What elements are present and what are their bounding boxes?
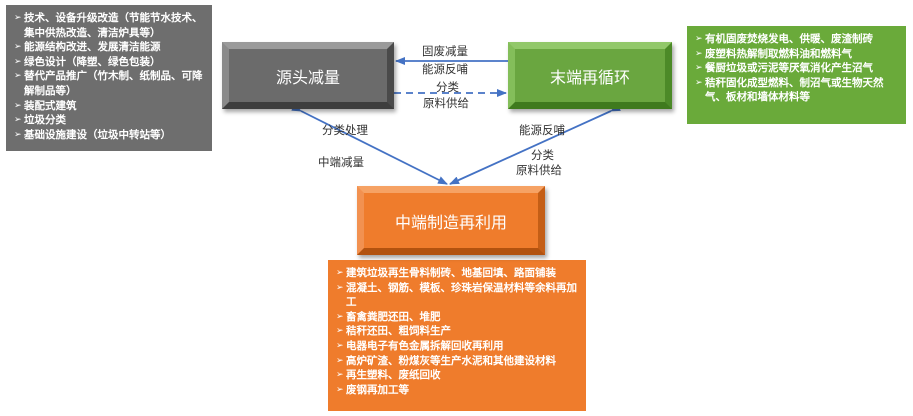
note-item: 垃圾分类	[14, 113, 206, 128]
note-item: 废钢再加工等	[336, 383, 580, 398]
note-item: 再生塑料、废纸回收	[336, 368, 580, 383]
note-item: 装配式建筑	[14, 99, 206, 114]
mid-reuse-label: 中端制造再利用	[394, 212, 507, 232]
edge-label-classify-top: 分类	[436, 80, 459, 94]
note-item: 有机固废焚烧发电、供暖、废渣制砖	[695, 32, 900, 47]
note-item: 能源结构改进、发展清洁能源	[14, 40, 206, 55]
note-item: 基础设施建设（垃圾中转站等）	[14, 128, 206, 143]
note-item: 电器电子有色金属拆解回收再利用	[336, 339, 580, 354]
source-reduction-notes: 技术、设备升级改造（节能节水技术、集中供热改造、清洁炉具等） 能源结构改进、发展…	[6, 5, 212, 151]
note-item: 废塑料热解制取燃料油和燃料气	[695, 47, 900, 62]
note-item: 高炉矿渣、粉煤灰等生产水泥和其他建设材料	[336, 354, 580, 369]
arrow-end-mid	[449, 103, 621, 185]
edge-label-solid-waste-reduction: 固废减量	[422, 44, 468, 58]
note-item: 混凝土、钢筋、模板、珍珠岩保温材料等余料再加工	[336, 281, 580, 310]
end-recycling-box: 末端再循环	[508, 42, 672, 109]
source-reduction-label: 源头减量	[275, 67, 340, 87]
note-item: 秸秆还田、粗饲料生产	[336, 324, 580, 339]
arrow-source-mid	[291, 103, 448, 185]
mid-reuse-box: 中端制造再利用	[357, 186, 545, 255]
end-recycling-label: 末端再循环	[549, 67, 630, 87]
end-recycling-notes: 有机固废焚烧发电、供暖、废渣制砖 废塑料热解制取燃料油和燃料气 餐厨垃圾或污泥等…	[687, 26, 906, 124]
edge-label-mid-reduction: 中端减量	[318, 155, 364, 169]
note-item: 技术、设备升级改造（节能节水技术、集中供热改造、清洁炉具等）	[14, 11, 206, 40]
edge-label-raw-supply-top: 原料供给	[423, 96, 469, 110]
mid-reuse-notes: 建筑垃圾再生骨料制砖、地基回填、路面铺装 混凝土、钢筋、模板、珍珠岩保温材料等余…	[328, 260, 586, 411]
edge-label-energy-feedback-right: 能源反哺	[519, 123, 565, 137]
note-item: 建筑垃圾再生骨料制砖、地基回填、路面铺装	[336, 266, 580, 281]
edge-label-raw-supply-right: 原料供给	[516, 163, 562, 177]
note-item: 替代产品推广（竹木制、纸制品、可降解制品等）	[14, 69, 206, 98]
edge-label-classify-right: 分类	[531, 148, 554, 162]
note-item: 畜禽粪肥还田、堆肥	[336, 310, 580, 325]
edge-label-energy-feedback-top: 能源反哺	[422, 62, 468, 76]
note-item: 绿色设计（降塑、绿色包装）	[14, 55, 206, 70]
edge-label-classified-treatment: 分类处理	[322, 123, 368, 137]
note-item: 餐厨垃圾或污泥等厌氧消化产生沼气	[695, 61, 900, 76]
source-reduction-box: 源头减量	[222, 42, 394, 109]
note-item: 秸秆固化成型燃料、制沼气或生物天然气、板材和墙体材料等	[695, 76, 900, 105]
